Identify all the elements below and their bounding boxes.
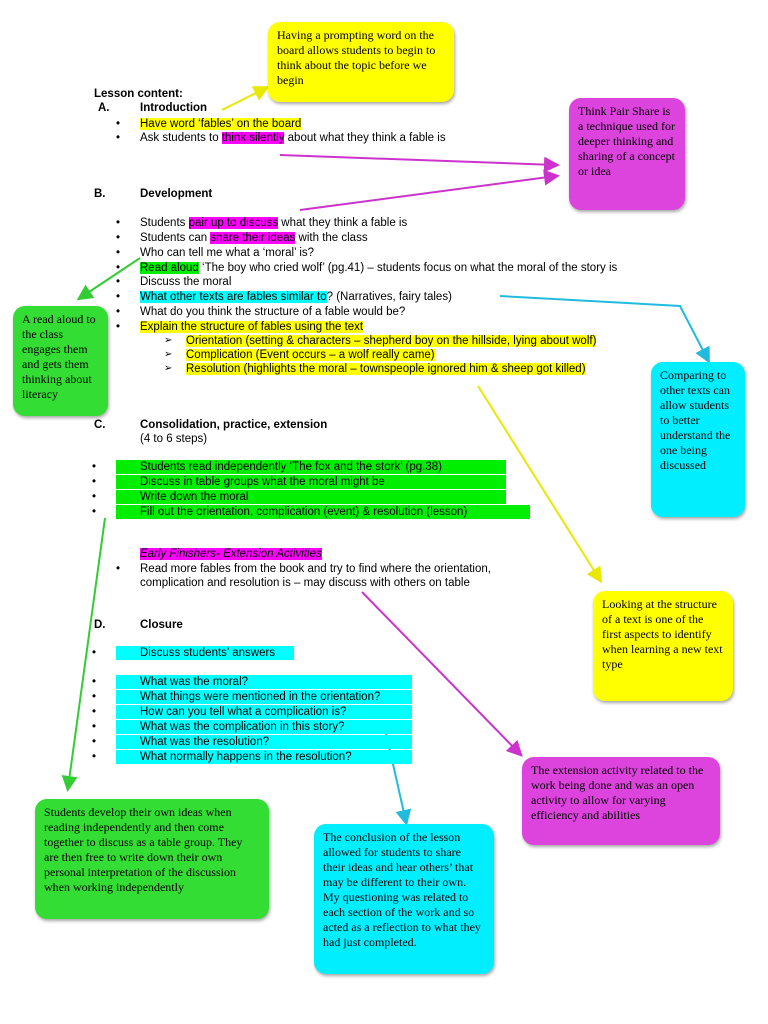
dev-bullet-3: Who can tell me what a ‘moral’ is? — [116, 246, 314, 260]
intro-bullet-2: Ask students to think silently about wha… — [116, 131, 446, 145]
intro-bullet-1: Have word ‘fables’ on the board — [116, 117, 302, 131]
arrow-independent — [61, 517, 106, 792]
cons-bullet-1: Students read independently ‘The fox and… — [92, 460, 506, 474]
arrow-extension — [361, 591, 523, 757]
closure-question-4: What was the complication in this story? — [92, 720, 412, 734]
dev-bullet-6: What other texts are fables similar to? … — [116, 290, 452, 304]
cons-bullet-2: Discuss in table groups what the moral m… — [92, 475, 506, 489]
arrow-read-aloud — [76, 257, 141, 301]
dev-bullet-7: What do you think the structure of a fab… — [116, 305, 405, 319]
structure-complication: Complication (Event occurs – a wolf real… — [164, 348, 435, 362]
arrow-pair-up — [299, 169, 560, 211]
note-extension-activity: The extension activity related to the wo… — [522, 757, 720, 845]
closure-question-1: What was the moral? — [92, 675, 412, 689]
section-b-title: Development — [140, 188, 213, 200]
note-prompting-word: Having a prompting word on the board all… — [268, 22, 454, 102]
section-c-steps: (4 to 6 steps) — [140, 433, 208, 445]
closure-question-5: What was the resolution? — [92, 735, 412, 749]
section-a-title: Introduction — [140, 102, 208, 114]
closure-question-6: What normally happens in the resolution? — [92, 750, 412, 764]
closure-bullet-1: Discuss students’ answers — [92, 646, 294, 660]
cons-bullet-3: Write down the moral — [92, 490, 506, 504]
note-independent-ideas: Students develop their own ideas when re… — [35, 799, 269, 919]
arrow-compare — [499, 295, 710, 364]
section-c-title: Consolidation, practice, extension — [140, 419, 328, 431]
structure-orientation: Orientation (setting & characters – shep… — [164, 334, 597, 348]
arrow-think-silently — [279, 154, 560, 173]
closure-question-2: What things were mentioned in the orient… — [92, 690, 412, 704]
dev-bullet-4: Read aloud ‘The boy who cried wolf’ (pg.… — [116, 261, 617, 275]
section-a-letter: A. — [98, 102, 110, 114]
note-think-pair-share: Think Pair Share is a technique used for… — [569, 98, 685, 210]
section-c-letter: C. — [94, 419, 106, 431]
extension-bullet-line-1: Read more fables from the book and try t… — [116, 562, 491, 576]
structure-resolution: Resolution (highlights the moral – towns… — [164, 362, 586, 376]
dev-bullet-1: Students pair up to discuss what they th… — [116, 216, 407, 230]
extension-bullet-line-2: complication and resolution is – may dis… — [140, 577, 470, 589]
note-comparing-texts: Comparing to other texts can allow stude… — [651, 362, 745, 517]
section-d-letter: D. — [94, 619, 106, 631]
dev-bullet-5: Discuss the moral — [116, 275, 231, 289]
arrow-prompt — [221, 86, 270, 111]
section-d-title: Closure — [140, 619, 183, 631]
note-read-aloud: A read aloud to the class engages them a… — [13, 306, 108, 416]
early-finishers-heading: Early Finishers- Extension Activities — [140, 548, 322, 560]
lesson-content-heading: Lesson content: — [94, 88, 183, 100]
closure-question-3: How can you tell what a complication is? — [92, 705, 412, 719]
arrow-structure — [477, 385, 603, 584]
note-text-structure: Looking at the structure of a text is on… — [593, 591, 733, 701]
note-conclusion: The conclusion of the lesson allowed for… — [314, 824, 494, 974]
dev-bullet-2: Students can share their ideas with the … — [116, 231, 368, 245]
section-b-letter: B. — [94, 188, 106, 200]
cons-bullet-4: Fill out the orientation, complication (… — [92, 505, 530, 519]
dev-bullet-8: Explain the structure of fables using th… — [116, 320, 364, 334]
